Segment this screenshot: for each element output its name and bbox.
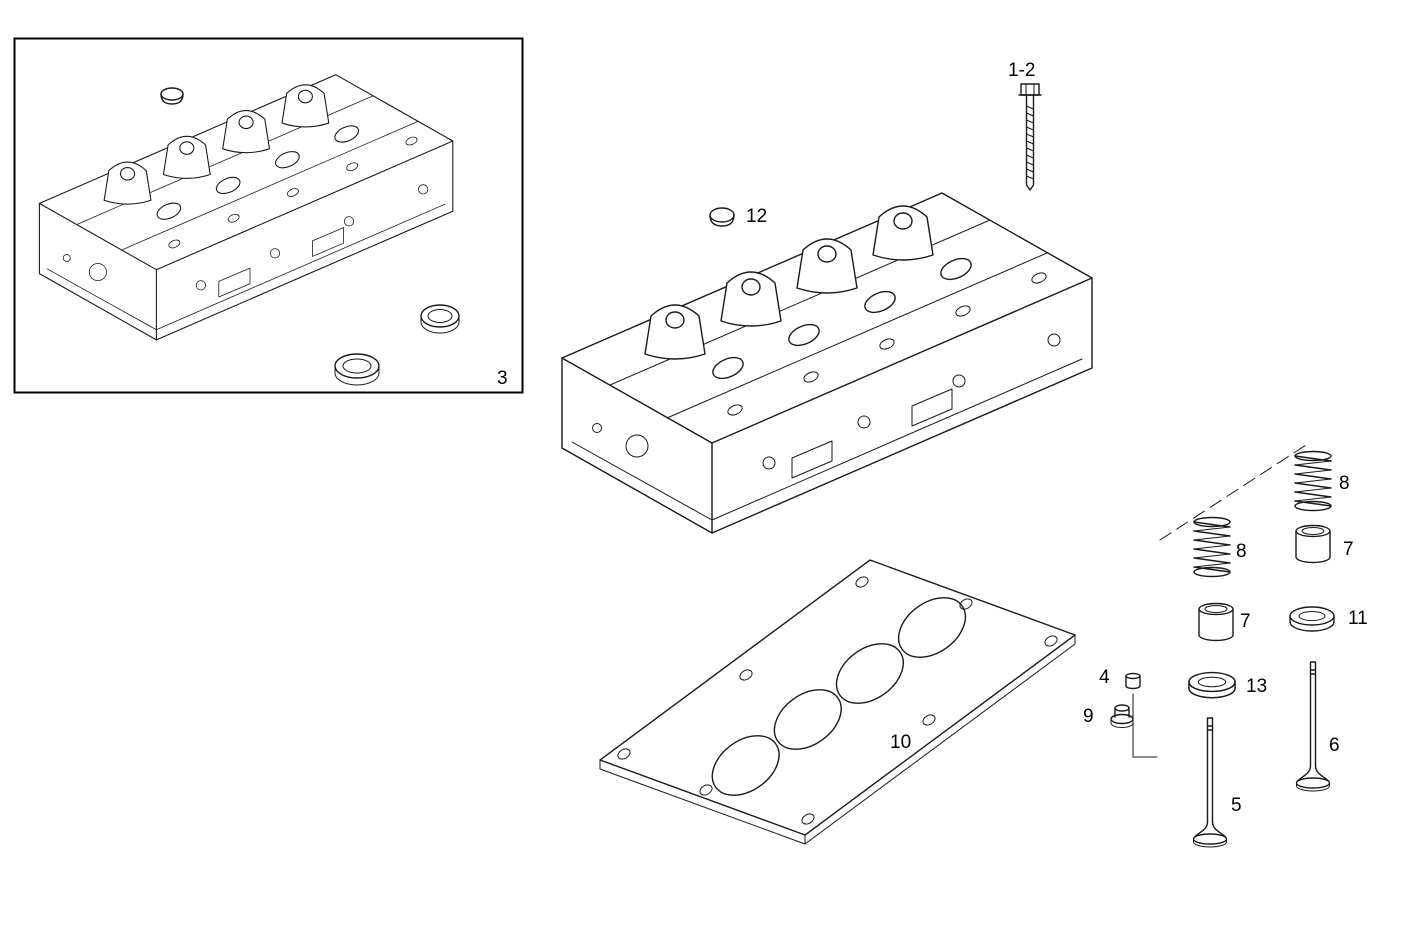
seal-ring-11-drawing — [1289, 606, 1335, 632]
callout-label-8-right: 8 — [1339, 473, 1350, 494]
head-gasket-drawing — [599, 559, 1076, 845]
callout-label-8-left: 8 — [1236, 541, 1247, 562]
valve-spring-left-drawing — [1193, 516, 1231, 578]
callout-label-4: 4 — [1099, 667, 1110, 688]
inset-seal-ring-b-drawing — [334, 353, 380, 386]
valve-stem-cap-9-drawing — [1110, 704, 1134, 728]
assembly-axis-line — [1159, 444, 1307, 541]
callout-label-6: 6 — [1329, 735, 1340, 756]
callout-label-3: 3 — [497, 368, 508, 389]
callout-label-7-right: 7 — [1343, 539, 1354, 560]
callout-bracket — [1132, 693, 1158, 758]
inset-border — [13, 37, 524, 394]
valve-5-drawing — [1192, 717, 1228, 848]
callout-label-7-left: 7 — [1240, 611, 1251, 632]
valve-keeper-4-drawing — [1125, 672, 1141, 690]
callout-label-5: 5 — [1231, 795, 1242, 816]
inset-seal-ring-a-drawing — [420, 304, 460, 334]
valve-spring-right-drawing — [1294, 450, 1332, 512]
inset-cap-drawing — [160, 87, 184, 105]
callout-label-1-2: 1-2 — [1008, 60, 1035, 81]
callout-label-13: 13 — [1246, 676, 1267, 697]
assembled-cylinder-head-drawing — [38, 74, 454, 341]
head-bolt-drawing — [1018, 83, 1042, 191]
callout-label-12: 12 — [746, 206, 767, 227]
cylinder-head-drawing — [561, 192, 1093, 534]
seat-ring-13-drawing — [1188, 671, 1236, 699]
valve-6-drawing — [1295, 661, 1331, 792]
callout-label-9: 9 — [1083, 706, 1094, 727]
spring-retainer-right-drawing — [1295, 524, 1331, 564]
sealing-plug-drawing — [709, 207, 735, 227]
callout-label-11: 11 — [1348, 608, 1368, 629]
spring-retainer-left-drawing — [1198, 602, 1234, 642]
inset-assembled-head: 3 — [13, 37, 524, 394]
callout-label-10: 10 — [890, 732, 911, 753]
